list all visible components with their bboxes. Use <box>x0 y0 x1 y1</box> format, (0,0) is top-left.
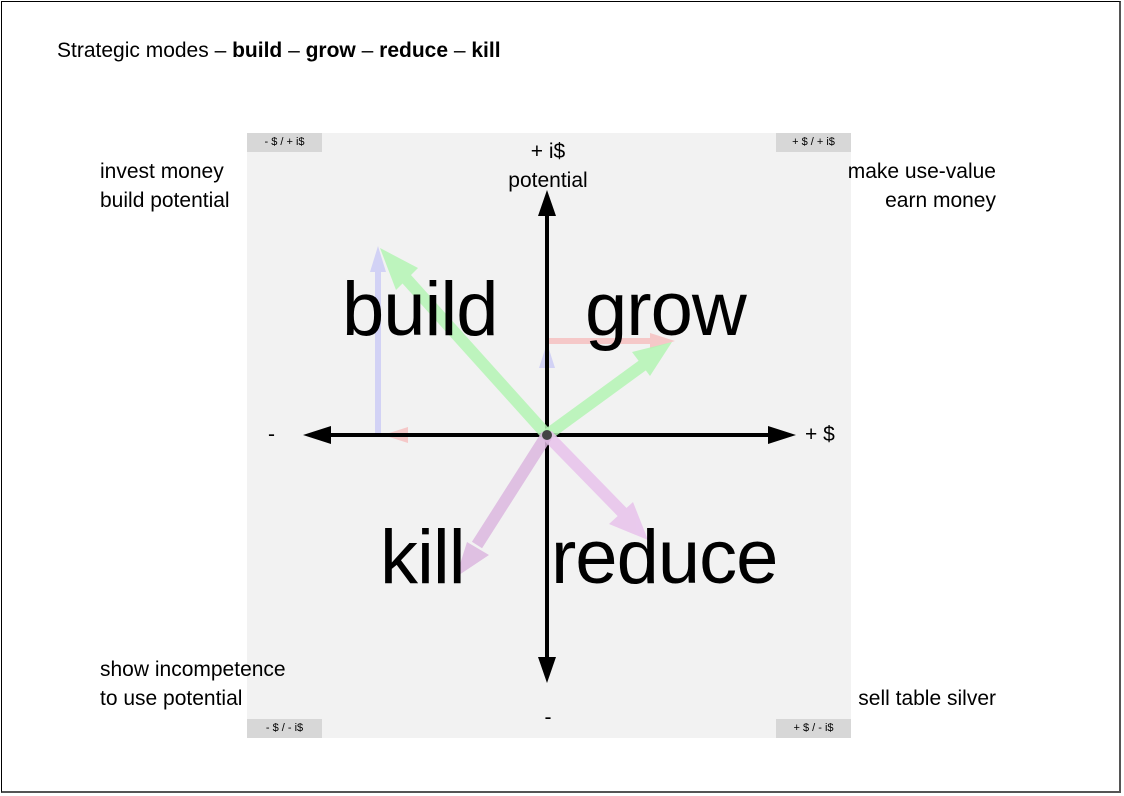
title-mode-reduce: reduce <box>379 39 449 62</box>
corner-tag-bottom-left: - $ / - i$ <box>247 719 322 738</box>
title-prefix: Strategic modes – <box>57 39 233 62</box>
y-axis-negative-label: - <box>544 706 552 729</box>
description-line: make use-value <box>847 160 996 183</box>
title-separator: – <box>355 39 380 62</box>
description-line: show incompetence <box>100 658 286 681</box>
description-top-right: make use-value earn money <box>848 157 996 215</box>
quadrant-panel <box>247 133 851 738</box>
corner-tag-bottom-right: + $ / - i$ <box>776 719 851 738</box>
description-bottom-right: sell table silver <box>858 684 996 713</box>
description-top-left: invest money build potential <box>100 157 230 215</box>
title-separator: – <box>282 39 306 62</box>
description-line: earn money <box>885 189 996 212</box>
mode-label-grow: grow <box>585 267 747 352</box>
description-line: build potential <box>100 189 230 212</box>
description-bottom-left: show incompetence to use potential <box>100 655 286 713</box>
x-axis-negative-label: - <box>268 423 275 446</box>
description-line: to use potential <box>100 687 243 710</box>
diagram-title: Strategic modes – build – grow – reduce … <box>57 39 501 63</box>
mode-label-build: build <box>342 267 499 352</box>
y-axis-positive-label: + i$ potential <box>478 137 618 195</box>
corner-tag-top-right: + $ / + i$ <box>776 133 851 152</box>
mode-label-reduce: reduce <box>551 515 778 600</box>
x-axis-positive-label: + $ <box>805 423 835 446</box>
axis-label-line: + i$ <box>530 140 566 163</box>
title-mode-grow: grow <box>305 39 356 62</box>
description-line: sell table silver <box>858 687 996 710</box>
corner-tag-top-left: - $ / + i$ <box>247 133 322 152</box>
title-mode-build: build <box>232 39 283 62</box>
axis-label-line: potential <box>508 169 588 192</box>
mode-label-kill: kill <box>380 515 466 600</box>
title-mode-kill: kill <box>471 39 501 62</box>
description-line: invest money <box>100 160 224 183</box>
title-separator: – <box>448 39 472 62</box>
